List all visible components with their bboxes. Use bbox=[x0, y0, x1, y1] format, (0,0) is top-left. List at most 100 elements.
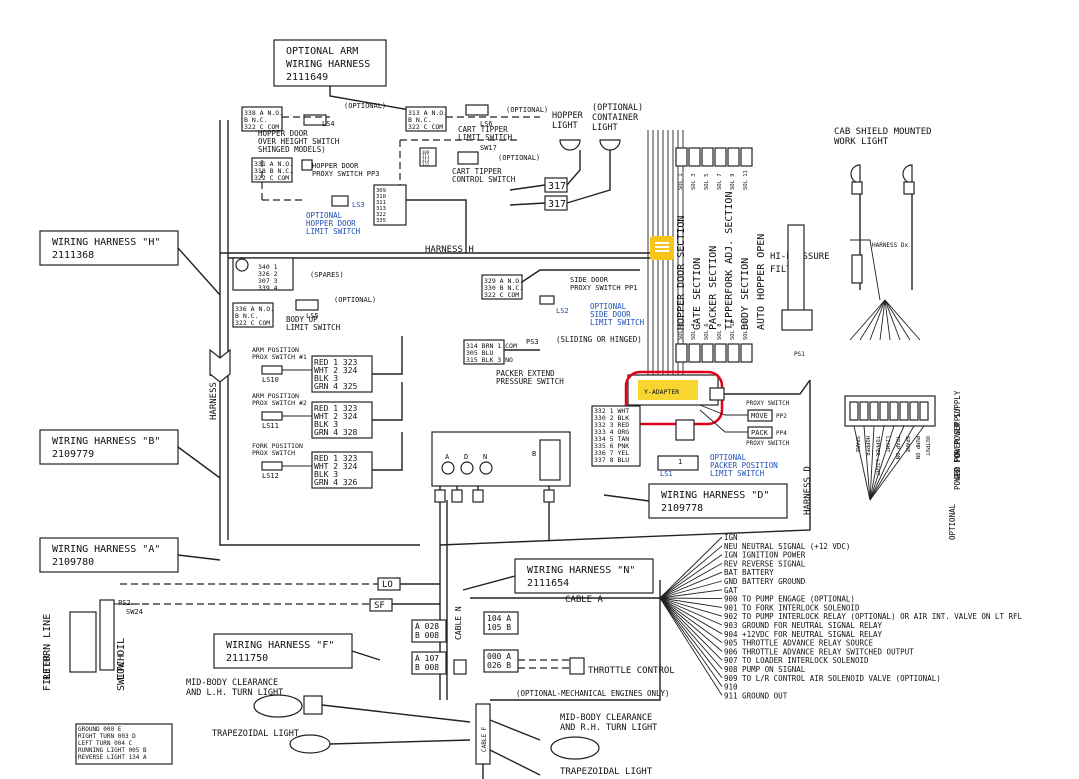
cable-a-fan bbox=[659, 597, 723, 617]
harness-d-callout-box bbox=[648, 483, 788, 519]
conn-plug bbox=[451, 489, 463, 503]
light-table-row: RUNNING LIGHT 005 B bbox=[78, 747, 147, 754]
mid-rh-wire bbox=[489, 719, 541, 741]
harness-h-callout-box bbox=[39, 230, 179, 266]
comment-note-icon[interactable] bbox=[650, 236, 674, 260]
pp3-terminal-row: 318 B N.C. bbox=[254, 167, 293, 175]
box-107-row: A 107 bbox=[415, 654, 439, 663]
return-filter-icon bbox=[69, 611, 97, 673]
fuse-cell bbox=[879, 401, 889, 421]
return-filter-label: FILTER bbox=[42, 654, 53, 691]
ls3-switch-icon bbox=[331, 195, 349, 207]
spare-row: 340 1 bbox=[258, 263, 278, 271]
sol-top-box bbox=[740, 147, 753, 167]
trap1-light-icon bbox=[289, 734, 331, 754]
leader-f bbox=[351, 650, 381, 661]
sol-bot-box bbox=[688, 343, 701, 363]
mid-lh-light-icon bbox=[253, 694, 303, 718]
pd-fan-bottom bbox=[869, 425, 905, 501]
ls4-switch-icon bbox=[303, 114, 327, 126]
light-table-row: LEFT TURN 004 C bbox=[78, 740, 133, 747]
top-wire: 309 bbox=[376, 188, 386, 194]
harness-f-callout-text: WIRING HARNESS "F" bbox=[226, 640, 334, 651]
ls1-desc: OPTIONAL bbox=[710, 453, 747, 462]
trap2-wire bbox=[489, 749, 541, 776]
section-label: PACKER SECTION bbox=[708, 246, 719, 330]
harness-b-label: HARNESS B bbox=[209, 371, 219, 420]
cable-f-label: CABLE F bbox=[481, 726, 488, 752]
fork-label: FORK POSITION bbox=[252, 442, 303, 450]
cable-a-fan bbox=[659, 589, 723, 599]
ls4-terminal-row: 338 A N.O. bbox=[244, 109, 283, 117]
cable-a-fan bbox=[659, 597, 723, 687]
harness-a-callout-text: WIRING HARNESS "A" bbox=[52, 544, 160, 555]
sol-bot-label: SOL 2 bbox=[678, 323, 684, 340]
cable-a-wire-label: BAT BATTERY bbox=[724, 568, 774, 577]
ls5-desc: BODY UP bbox=[286, 315, 318, 324]
harness-f-callout-box bbox=[213, 633, 353, 669]
arm2-row: RED 1 323 bbox=[314, 404, 358, 413]
y-adapter-tab bbox=[709, 387, 725, 401]
mid-lh-wire bbox=[321, 704, 471, 723]
fork-tag: LS12 bbox=[262, 472, 279, 480]
ps3-tag: PS3 bbox=[526, 338, 539, 346]
pp-row: 333 4 ORG bbox=[594, 428, 629, 436]
ls5-terminal-row: 336 A N.O. bbox=[235, 305, 274, 313]
fuse-cell bbox=[869, 401, 879, 421]
ps3-terminal-row: 314 BRN 1 COM bbox=[466, 342, 517, 350]
sol-bot-box bbox=[740, 343, 753, 363]
cable-n-plug bbox=[453, 659, 467, 675]
harness-h-callout-text: WIRING HARNESS "H" bbox=[52, 237, 160, 248]
section-label: AUTO HOPPER OPEN bbox=[756, 234, 767, 330]
cable-a-fan bbox=[659, 597, 723, 635]
top-wire: 313 bbox=[376, 206, 386, 212]
harness-b-callout-text: WIRING HARNESS "B" bbox=[52, 436, 160, 447]
grd-power-label: GRD POWER SUPPLY bbox=[953, 407, 962, 480]
sw17-tag: SW17 bbox=[480, 144, 497, 152]
sw17-optional: (OPTIONAL) bbox=[498, 154, 540, 162]
box-104-row: 104 A bbox=[487, 614, 511, 623]
sol-top-label: SOL 1 bbox=[678, 173, 684, 190]
arm2-label: ARM POSITION bbox=[252, 392, 299, 400]
connector-b-letter: B bbox=[532, 450, 536, 458]
arm2-box bbox=[311, 401, 373, 439]
pp-row: 337 8 BLU bbox=[594, 456, 629, 464]
optional-arm-harness-box bbox=[273, 39, 387, 87]
fork-sensor-icon bbox=[261, 461, 283, 471]
ps3-desc: PACKER EXTEND bbox=[496, 369, 555, 378]
spares-label: (SPARES) bbox=[310, 271, 344, 279]
proxy-switch-label2: PROXY SWITCH bbox=[746, 440, 790, 447]
move-label: MOVE bbox=[751, 412, 768, 420]
sol-top-label: SOL 7 bbox=[717, 173, 723, 190]
pd-fan bbox=[884, 299, 901, 341]
hopper-light-icon bbox=[559, 139, 581, 151]
filter-wire bbox=[850, 239, 881, 301]
side-door-label: SIDE DOOR bbox=[570, 276, 609, 284]
power-col-label: PUMP ON bbox=[914, 436, 920, 459]
box-028 bbox=[411, 619, 447, 643]
pp3-terminal-row: 331 A N.O. bbox=[254, 160, 293, 168]
ps1-tag: PS1 bbox=[794, 351, 805, 358]
top-conn-box bbox=[373, 184, 407, 226]
pack-label: PACK bbox=[751, 429, 769, 437]
container-light-label: LIGHT bbox=[592, 123, 618, 133]
w317-cont bbox=[566, 150, 611, 204]
pd-fan bbox=[869, 299, 886, 341]
trap1-wire bbox=[329, 739, 471, 745]
cable-a-fan bbox=[659, 597, 723, 679]
fork-feed bbox=[372, 432, 403, 471]
fuse-cell bbox=[899, 401, 909, 421]
ls5-terminal bbox=[232, 302, 274, 328]
arm2-row: WHT 2 324 bbox=[314, 412, 358, 421]
y-to-harness-d bbox=[724, 379, 811, 395]
cable-a-wire-label: 905 THROTTLE ADVANCE RELAY SOURCE bbox=[724, 639, 873, 648]
grd-power-label: POWER FOR POWER SUPPLY bbox=[953, 390, 962, 490]
arm1-box bbox=[311, 355, 373, 393]
arm2-tag: LS11 bbox=[262, 422, 279, 430]
arm1-label: ARM POSITION bbox=[252, 346, 299, 354]
ls5-tag: LS5 bbox=[306, 312, 319, 320]
cable-a-wire-label: 906 THROTTLE ADVANCE RELAY SWITCHED OUTP… bbox=[724, 647, 914, 656]
arm1-row: BLK 3 bbox=[314, 374, 338, 383]
pd-fan bbox=[879, 299, 886, 341]
pp-row: 336 7 YEL bbox=[594, 449, 629, 457]
